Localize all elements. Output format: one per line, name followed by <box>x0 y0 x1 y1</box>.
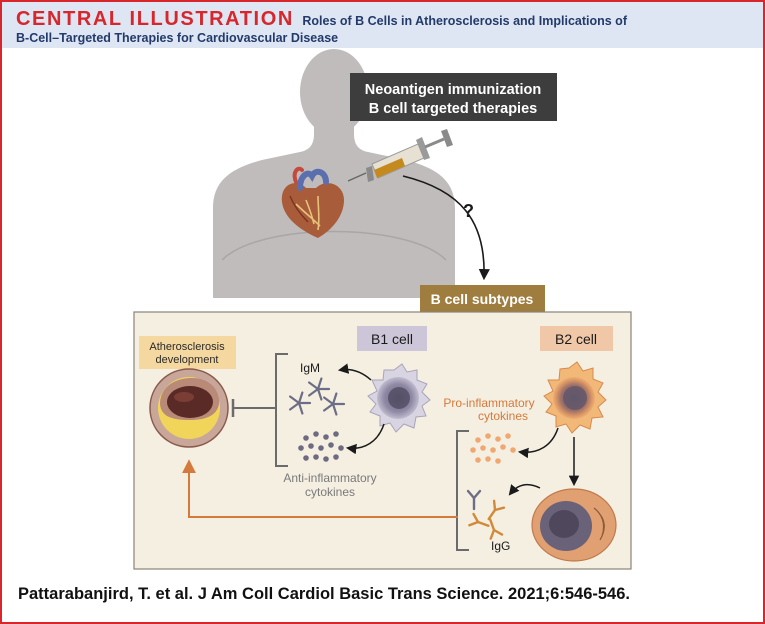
anti-inflammatory-cytokine-dots <box>298 431 344 462</box>
b1-to-igm-arrow <box>337 363 372 381</box>
artery-cross-section <box>149 368 229 448</box>
therapy-to-subtypes-arrow <box>402 175 490 281</box>
therapy-line-2: B cell targeted therapies <box>369 101 537 117</box>
anti-inflammatory-line-2: cytokines <box>305 485 355 499</box>
b2-bracket <box>456 430 469 551</box>
therapy-box: Neoantigen immunization B cell targeted … <box>350 73 557 121</box>
pro-inflammatory-line-2: cytokines <box>478 409 528 423</box>
central-illustration-tag: CENTRAL ILLUSTRATION <box>16 8 294 30</box>
igm-label: IgM <box>300 361 320 375</box>
b1-to-cytokine-arrow <box>345 423 385 455</box>
subtypes-tab <box>420 285 545 312</box>
igg-antibody-icons <box>466 489 506 540</box>
pro-inflammatory-cytokine-dots <box>470 433 516 464</box>
b1-bracket <box>275 353 288 467</box>
b1-label: B1 cell <box>371 331 413 347</box>
atherosclerosis-line-1: Atherosclerosis <box>149 341 225 353</box>
plasma-cell-icon <box>531 488 617 562</box>
atherosclerosis-label-box <box>139 336 236 369</box>
b2-label: B2 cell <box>555 331 597 347</box>
question-mark: ? <box>463 201 474 221</box>
figure-header: CENTRAL ILLUSTRATION Roles of B Cells in… <box>2 2 763 48</box>
header-line-1: CENTRAL ILLUSTRATION Roles of B Cells in… <box>16 8 627 31</box>
pro-inflammatory-line-1: Pro-inflammatory <box>443 396 534 410</box>
igm-pentamer-icons <box>289 377 346 416</box>
igg-to-atherosclerosis-arrow <box>182 459 458 518</box>
figure-title-part-2: B-Cell–Targeted Therapies for Cardiovasc… <box>16 31 339 45</box>
b2-to-cytokine-arrow <box>517 427 559 459</box>
b2-badge <box>540 326 613 351</box>
igg-label: IgG <box>491 539 510 553</box>
atherosclerosis-line-2: development <box>156 354 219 366</box>
anti-inflammatory-line-1: Anti-inflammatory <box>283 471 376 485</box>
therapy-line-1: Neoantigen immunization <box>365 82 541 98</box>
plasma-to-igg-arrow <box>508 483 541 496</box>
subtypes-tab-label: B cell subtypes <box>431 291 534 307</box>
b1-badge <box>357 326 427 351</box>
citation: Pattarabanjird, T. et al. J Am Coll Card… <box>18 585 630 603</box>
syringe-icon <box>347 129 453 182</box>
b2-cell-icon <box>543 361 607 434</box>
figure-title-part-1: Roles of B Cells in Atherosclerosis and … <box>302 14 627 28</box>
heart-icon <box>281 166 344 238</box>
b1-cell-icon <box>367 363 431 433</box>
